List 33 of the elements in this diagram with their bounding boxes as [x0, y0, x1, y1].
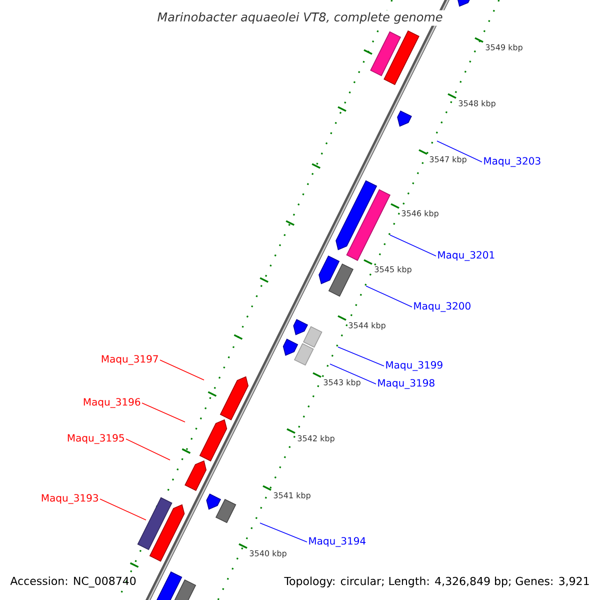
tick-label: 3545 kbp — [374, 266, 412, 274]
gene-label: Maqu_3198 — [378, 379, 434, 389]
accession-note: Accession: NC_008740 — [10, 576, 136, 588]
leader-line — [260, 522, 308, 542]
gene-label: Maqu_3195 — [68, 434, 124, 444]
leader-line — [330, 364, 376, 384]
title: Marinobacter aquaeolei VT8, complete genome — [155, 10, 445, 26]
leader-line — [142, 402, 186, 422]
gene-label: Maqu_3197 — [102, 355, 158, 365]
gene-label: Maqu_3193 — [42, 494, 98, 504]
gene-label: Maqu_3199 — [386, 361, 442, 371]
leader-line — [366, 286, 412, 308]
leader-line — [100, 498, 146, 520]
gene-label: Maqu_3194 — [309, 537, 366, 547]
tick-label: 3546 kbp — [402, 210, 438, 218]
tick-label: 3547 kbp — [430, 156, 466, 164]
tick-label: 3543 kbp — [324, 379, 360, 387]
gene-label: Maqu_3200 — [414, 302, 470, 312]
leader-line — [126, 438, 170, 460]
gene-label: Maqu_3203 — [484, 157, 540, 167]
gene-label: Maqu_3201 — [438, 251, 494, 261]
tick-label: 3540 kbp — [250, 550, 286, 558]
tick-label: 3548 kbp — [458, 100, 496, 108]
tick-label: 3541 kbp — [274, 492, 310, 500]
tick-label: 3544 kbp — [348, 322, 386, 330]
leader-line — [436, 140, 482, 162]
leader-line — [160, 360, 204, 380]
gene-label: Maqu_3196 — [84, 398, 140, 408]
tick-label: 3542 kbp — [298, 435, 334, 443]
leader-line — [390, 234, 436, 256]
tick-label: 3549 kbp — [486, 44, 522, 52]
leader-line — [338, 346, 384, 366]
genome-summary: Topology: circular; Length: 4,326,849 bp; Genes: 3,921 — [284, 576, 589, 588]
